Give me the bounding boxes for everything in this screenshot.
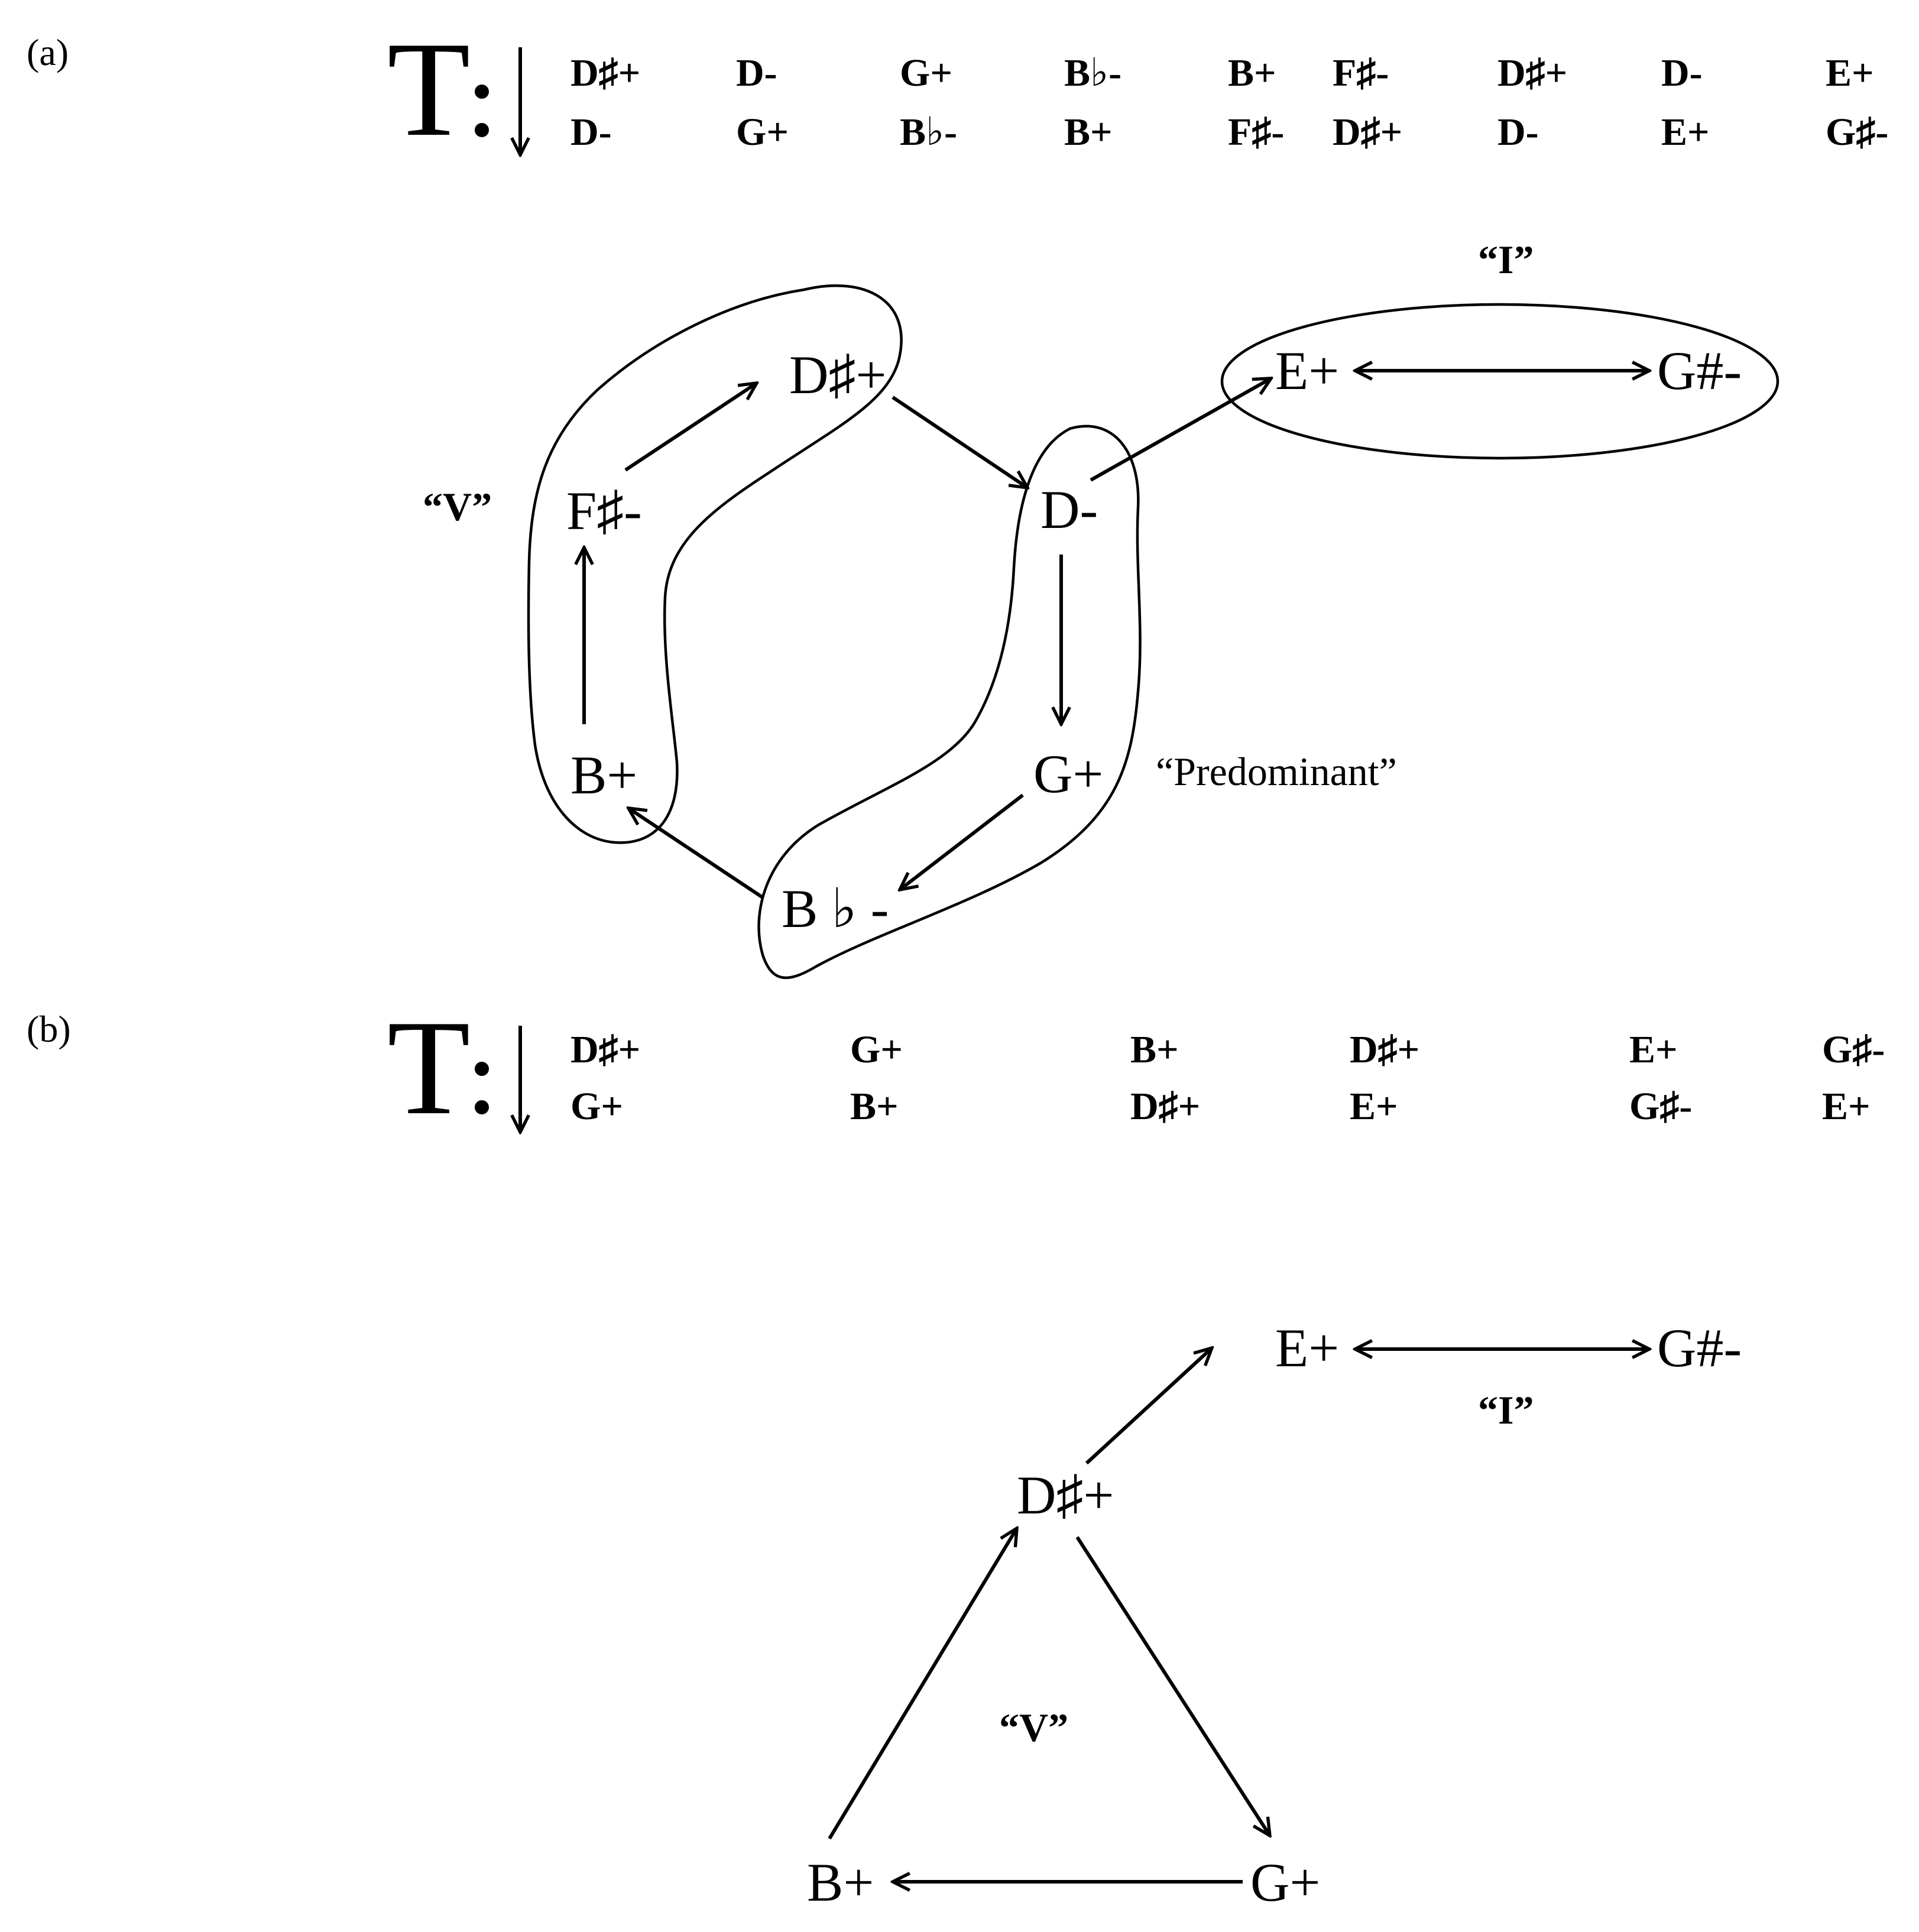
seq-b-to-3: D♯+ bbox=[1130, 1085, 1200, 1128]
seq-b-from-3: B+ bbox=[1130, 1028, 1179, 1071]
edge-g-to-bflat bbox=[900, 793, 1024, 890]
seq-b-from-4: D♯+ bbox=[1350, 1028, 1419, 1071]
sequence-b: D♯+ G+ B+ D♯+ E+ G♯- G+ B+ D♯+ E+ G♯- E+ bbox=[570, 1028, 1885, 1128]
seq-b-to-5: G♯- bbox=[1629, 1085, 1692, 1128]
seq-a-to-8: E+ bbox=[1661, 111, 1710, 154]
seq-a-from-1: D♯+ bbox=[570, 51, 640, 95]
panel-b-label: (b) bbox=[27, 1008, 71, 1050]
seq-a-to-6: D♯+ bbox=[1333, 111, 1402, 154]
seq-b-to-1: G+ bbox=[570, 1085, 623, 1128]
seq-b-from-6: G♯- bbox=[1822, 1028, 1885, 1071]
tonic-group-outline bbox=[1220, 303, 1779, 460]
node-bflat-minus: B ♭ - bbox=[782, 879, 889, 939]
panel-a: (a) T D♯+ D- G+ B♭- B+ F♯- D♯+ D- E+ D- … bbox=[27, 14, 1888, 980]
predominant-group-outline bbox=[757, 424, 1142, 980]
edge-fsharp-to-dsharp bbox=[624, 383, 757, 472]
seq-a-from-2: D- bbox=[736, 51, 777, 95]
seq-b-from-2: G+ bbox=[850, 1028, 903, 1071]
colon-dot-top bbox=[475, 85, 489, 99]
seq-b-to-2: B+ bbox=[850, 1085, 899, 1128]
label-tonic-b: “I” bbox=[1478, 1388, 1534, 1432]
node-dsharp-plus: D♯+ bbox=[1017, 1465, 1114, 1525]
seq-a-from-5: B+ bbox=[1228, 51, 1276, 95]
seq-b-from-1: D♯+ bbox=[570, 1028, 640, 1071]
sequence-a: D♯+ D- G+ B♭- B+ F♯- D♯+ D- E+ D- G+ B♭-… bbox=[570, 51, 1888, 154]
seq-a-to-7: D- bbox=[1497, 111, 1539, 154]
seq-a-to-2: G+ bbox=[736, 111, 789, 154]
label-predominant-a: “Predominant” bbox=[1156, 749, 1397, 794]
colon-dot-bottom bbox=[475, 123, 489, 137]
seq-a-to-4: B+ bbox=[1064, 111, 1113, 154]
seq-a-from-8: D- bbox=[1661, 51, 1703, 95]
transition-letter: T bbox=[387, 992, 471, 1143]
edge-b-to-dsharp bbox=[828, 1528, 1017, 1840]
seq-a-to-1: D- bbox=[570, 111, 612, 154]
label-tonic-a: “I” bbox=[1478, 237, 1534, 282]
edge-dsharp-to-g bbox=[1075, 1536, 1270, 1836]
transition-symbol-a: T bbox=[387, 14, 520, 164]
seq-a-from-4: B♭- bbox=[1064, 51, 1121, 95]
seq-a-from-6: F♯- bbox=[1333, 51, 1389, 95]
label-dominant-a: “V” bbox=[423, 484, 492, 529]
node-gsharp-minus: G#- bbox=[1657, 1318, 1742, 1378]
seq-b-to-6: E+ bbox=[1822, 1085, 1871, 1128]
node-e-plus: E+ bbox=[1275, 341, 1339, 401]
transition-symbol-b: T bbox=[387, 992, 520, 1143]
edge-dsharp-to-e bbox=[1085, 1348, 1212, 1465]
seq-a-from-3: G+ bbox=[900, 51, 952, 95]
label-dominant-b: “V” bbox=[999, 1705, 1068, 1750]
colon-dot-top bbox=[475, 1062, 489, 1076]
node-g-plus: G+ bbox=[1033, 744, 1103, 804]
node-g-plus: G+ bbox=[1250, 1852, 1320, 1912]
node-gsharp-minus: G#- bbox=[1657, 341, 1742, 401]
colon-dot-bottom bbox=[475, 1100, 489, 1114]
node-e-plus: E+ bbox=[1275, 1318, 1339, 1378]
node-b-plus: B+ bbox=[570, 745, 637, 805]
seq-a-from-7: D♯+ bbox=[1497, 51, 1567, 95]
edge-bflat-to-b bbox=[628, 808, 764, 899]
transition-letter: T bbox=[387, 14, 471, 164]
node-fsharp-minus: F♯- bbox=[566, 481, 642, 541]
panel-b: (b) T D♯+ G+ B+ D♯+ E+ G♯- G+ B+ D♯+ E+ … bbox=[27, 992, 1885, 1912]
seq-a-to-9: G♯- bbox=[1826, 111, 1888, 154]
seq-a-from-9: E+ bbox=[1826, 51, 1874, 95]
node-b-plus: B+ bbox=[807, 1852, 874, 1912]
edge-d-to-e bbox=[1090, 378, 1271, 482]
node-d-minus: D- bbox=[1040, 479, 1098, 540]
node-dsharp-plus: D♯+ bbox=[789, 345, 886, 405]
panel-a-label: (a) bbox=[27, 31, 69, 73]
seq-a-to-3: B♭- bbox=[900, 111, 957, 154]
seq-b-from-5: E+ bbox=[1629, 1028, 1678, 1071]
seq-a-to-5: F♯- bbox=[1228, 111, 1284, 154]
edge-dsharp-to-d bbox=[892, 396, 1027, 488]
seq-b-to-4: E+ bbox=[1350, 1085, 1398, 1128]
